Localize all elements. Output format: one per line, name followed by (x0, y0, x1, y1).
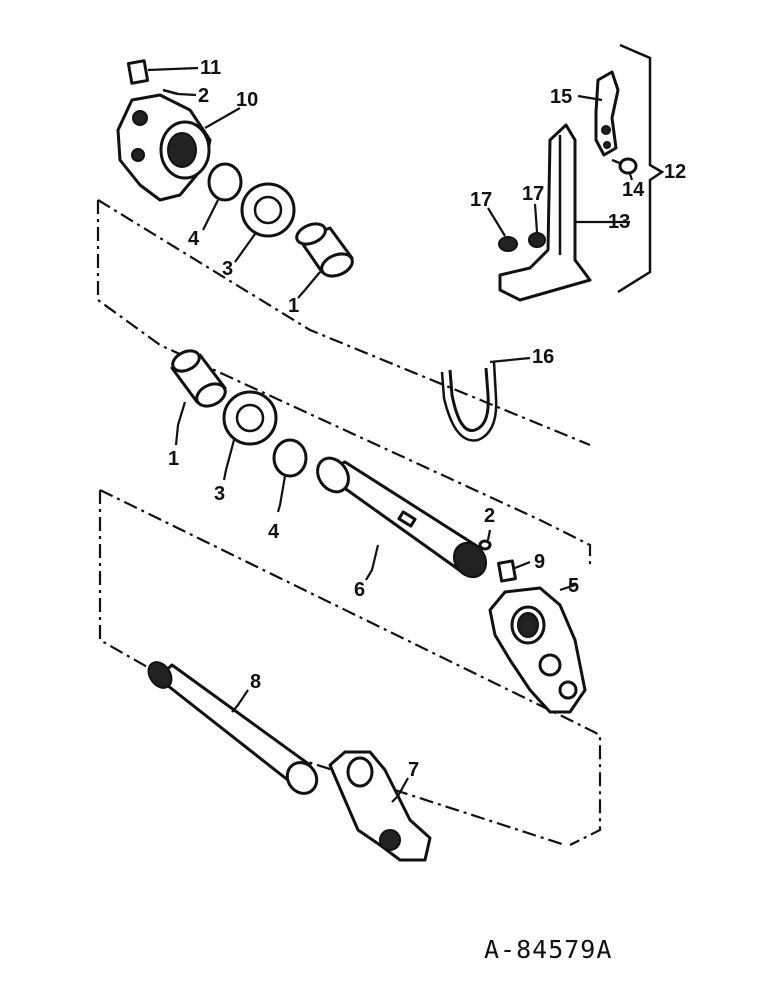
callout-9: 9 (534, 551, 545, 573)
callout-8: 8 (250, 671, 261, 693)
callout-11: 11 (200, 57, 221, 79)
callout-labels: 11 2 10 4 3 1 15 12 14 17 17 13 16 1 3 4… (168, 57, 686, 781)
callout-10: 10 (236, 89, 258, 111)
part-6-shaft (316, 456, 488, 581)
part-3-washer-upper (234, 182, 296, 263)
callout-16: 16 (532, 346, 554, 368)
callout-1-upper: 1 (288, 295, 299, 317)
part-14-bolt (611, 157, 638, 181)
callout-15: 15 (550, 86, 572, 108)
part-15-lever (577, 70, 620, 157)
part-7-lever (328, 750, 432, 862)
part-3-washer-lower (222, 390, 278, 481)
callout-12: 12 (664, 161, 686, 183)
callout-2-lower: 2 (484, 505, 495, 527)
callout-14: 14 (622, 179, 645, 201)
callout-1-lower: 1 (168, 448, 179, 470)
reference-number: A-84579A (484, 935, 612, 964)
part-4-ring-lower (272, 438, 308, 513)
part-4-ring-upper (202, 162, 243, 231)
callout-7: 7 (408, 759, 419, 781)
part-11-clip (126, 59, 199, 85)
part-16-u-bolt (440, 356, 531, 442)
part-10-bracket (116, 93, 212, 202)
part-17-nut-left (487, 207, 518, 252)
part-13-bracket (498, 123, 630, 302)
callout-17-right: 17 (522, 183, 544, 205)
callout-2-upper: 2 (198, 85, 209, 107)
callout-13: 13 (608, 211, 630, 233)
callout-3-lower: 3 (214, 483, 225, 505)
leader-10 (204, 107, 241, 129)
part-5-bracket-arm (488, 583, 587, 714)
part-2-pin-upper (162, 88, 197, 97)
part-17-nut-right (528, 203, 546, 248)
callout-17-left: 17 (470, 189, 492, 211)
bracket-brace-12 (617, 43, 665, 294)
part-8-rod (147, 661, 319, 795)
callout-4-upper: 4 (188, 228, 200, 250)
callout-4-lower: 4 (268, 521, 280, 543)
part-1-bushing-lower (170, 349, 227, 446)
callout-5: 5 (568, 575, 579, 597)
callout-6: 6 (354, 579, 365, 601)
part-1-bushing-upper (295, 222, 354, 299)
callout-3-upper: 3 (222, 258, 233, 280)
part-9-clip (497, 559, 531, 583)
part-2-pin-lower (478, 529, 492, 551)
